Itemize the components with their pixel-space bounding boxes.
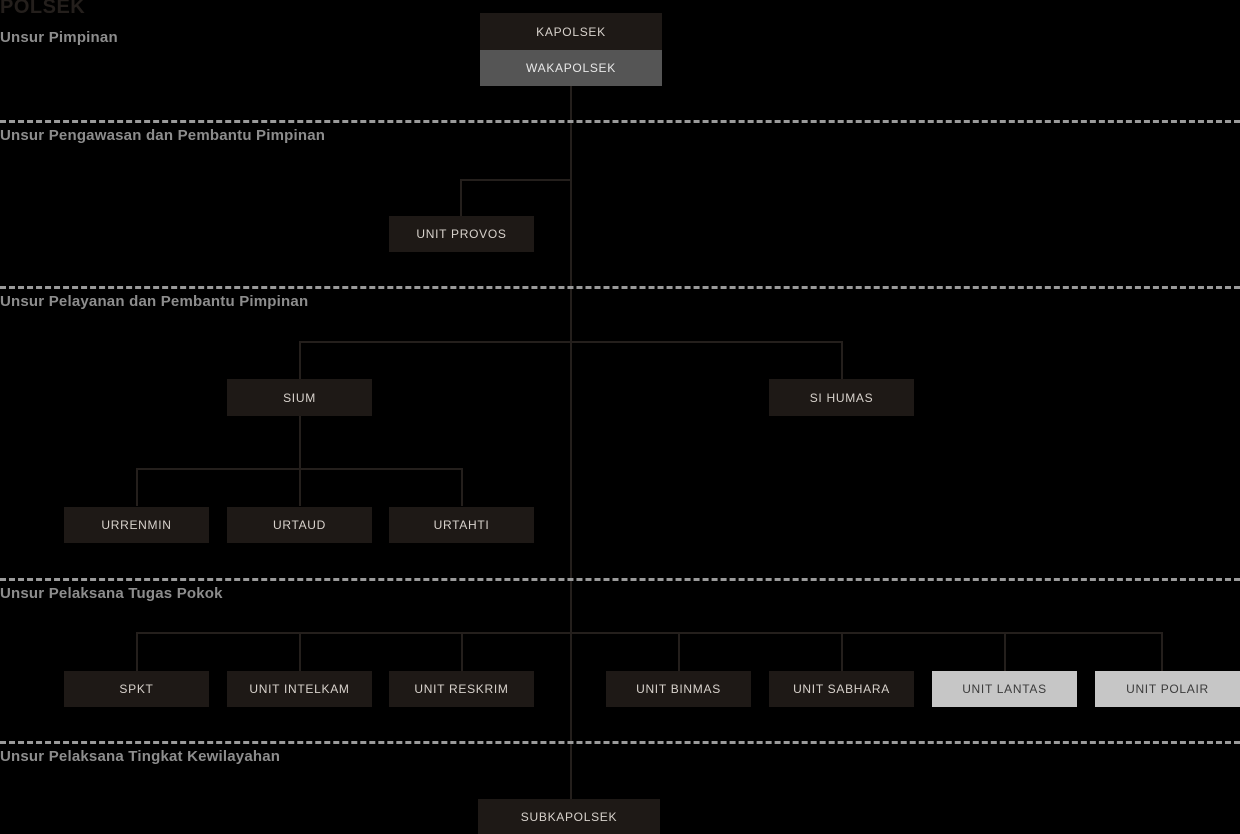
connector-unit-sabhara-vertical: [841, 632, 843, 671]
connector-urtaud-vertical: [299, 468, 301, 506]
node-subkapolsek[interactable]: SUBKAPOLSEK: [478, 799, 660, 834]
node-si-humas[interactable]: SI HUMAS: [769, 379, 914, 416]
connector-urtahti-vertical: [461, 468, 463, 506]
connector-unit-intelkam-vertical: [299, 632, 301, 671]
node-urtaud[interactable]: URTAUD: [227, 507, 372, 543]
connector-spkt-vertical: [136, 632, 138, 671]
node-sium[interactable]: SIUM: [227, 379, 372, 416]
node-wakapolsek[interactable]: WAKAPOLSEK: [480, 50, 662, 86]
connector-si-humas-vertical: [841, 341, 843, 380]
connector-unit-lantas-vertical: [1004, 632, 1006, 671]
connector-unit-polair-vertical: [1161, 632, 1163, 671]
node-unit-binmas[interactable]: UNIT BINMAS: [606, 671, 751, 707]
node-kapolsek[interactable]: KAPOLSEK: [480, 13, 662, 50]
section-label-kewilayahan: Unsur Pelaksana Tingkat Kewilayahan: [0, 748, 281, 765]
section-label-pimpinan: Unsur Pimpinan: [0, 29, 118, 46]
spine-main-vertical: [570, 86, 572, 800]
node-unit-provos[interactable]: UNIT PROVOS: [389, 216, 534, 252]
section-label-pengawasan: Unsur Pengawasan dan Pembantu Pimpinan: [0, 127, 326, 144]
divider-pengawasan: [0, 120, 1240, 123]
divider-pelayanan: [0, 286, 1240, 289]
connector-sium-down: [299, 416, 301, 469]
node-unit-lantas[interactable]: UNIT LANTAS: [932, 671, 1077, 707]
connector-sium-vertical: [299, 341, 301, 380]
connector-unit-reskrim-vertical: [461, 632, 463, 671]
node-unit-reskrim[interactable]: UNIT RESKRIM: [389, 671, 534, 707]
connector-sium-humas-horizontal: [299, 341, 843, 343]
node-unit-sabhara[interactable]: UNIT SABHARA: [769, 671, 914, 707]
node-unit-intelkam[interactable]: UNIT INTELKAM: [227, 671, 372, 707]
page-title: POLSEK: [0, 0, 86, 18]
connector-urrenmin-vertical: [136, 468, 138, 506]
node-unit-polair[interactable]: UNIT POLAIR: [1095, 671, 1240, 707]
node-spkt[interactable]: SPKT: [64, 671, 209, 707]
node-urrenmin[interactable]: URRENMIN: [64, 507, 209, 543]
connector-units-horizontal: [136, 632, 1163, 634]
divider-pelaksana-pokok: [0, 578, 1240, 581]
section-label-pelaksana-pokok: Unsur Pelaksana Tugas Pokok: [0, 585, 223, 602]
divider-kewilayahan: [0, 741, 1240, 744]
connector-unit-binmas-vertical: [678, 632, 680, 671]
connector-provos-horizontal: [460, 179, 572, 181]
connector-provos-vertical: [460, 179, 462, 217]
section-label-pelayanan: Unsur Pelayanan dan Pembantu Pimpinan: [0, 293, 309, 310]
node-urtahti[interactable]: URTAHTI: [389, 507, 534, 543]
